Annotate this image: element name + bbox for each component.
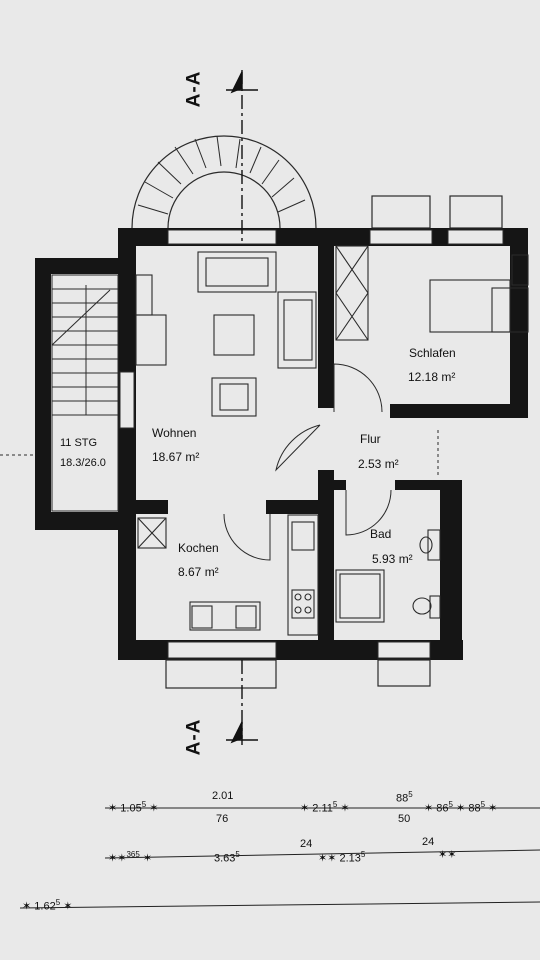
room-name-wohnen: Wohnen [152,426,197,440]
dim-value: 88 [468,802,481,815]
dim-sup: 5 [448,800,453,809]
dimension-lines [19,807,540,909]
dim-value: 2.13 [339,852,361,865]
dim-sup: 5 [360,850,366,859]
dim-sup: 5 [480,800,486,809]
room-name-flur: Flur [360,432,381,446]
section-line [226,70,258,745]
dim-value: 86 [436,802,449,815]
room-area-bad: 5.93 m² [372,552,413,566]
dim-sup: 36 [126,850,136,859]
stair-ratio: 18.3/26.0 [60,457,106,469]
dim-value: 3.63 [214,852,236,865]
doors [223,363,439,561]
dimension-row-3: ✶ 1.625 ✶ [22,898,73,913]
room-area-kochen: 8.67 m² [178,565,219,579]
room-area-wohnen: 18.67 m² [152,450,200,464]
room-name-schlafen: Schlafen [409,346,456,360]
dim-sup: 5 [332,800,338,809]
dimension-value-group: ✶ 865 ✶ 885 ✶ [424,800,498,815]
dim-value: 1.05 [120,802,142,815]
windows [119,229,504,659]
room-area-schlafen: 12.18 m² [408,370,456,384]
dimension-value-group: ✶✶ 2.135 [318,850,366,865]
dim-sup: 5 [141,800,147,809]
dimension-value: 24 [300,838,313,850]
room-area-flur: 2.53 m² [358,457,399,471]
dimension-row-1: ✶ 1.055 ✶ [108,800,159,815]
section-marker-bottom: A-A [183,718,205,756]
dimension-value-group: 3.635 [214,850,240,865]
balcony [131,135,317,229]
room-name-kochen: Kochen [178,541,219,555]
dim-sup: 5 [235,850,240,859]
dimension-value: 50 [398,813,411,825]
dimension-value-group: 885 [396,790,413,805]
walls [35,228,528,660]
section-marker-top: A-A [183,70,205,108]
dimension-row-2: ✶✶365 ✶ [108,850,153,865]
dim-sup: 5 [55,898,61,907]
dimension-value: 24 [422,836,435,848]
dimension-marker: ✶✶ [438,849,457,861]
dim-value: 2.11 [312,802,333,815]
dim-sup: 5 [135,850,140,859]
staircase [0,274,119,512]
room-name-bad: Bad [370,527,392,541]
dimension-value-group: ✶ 2.115 ✶ [300,800,350,815]
dimension-value: 2.01 [212,790,234,802]
dimension-value: 76 [216,813,229,825]
furniture [135,245,529,636]
window-sills [165,195,503,689]
stair-steps: 11 STG [60,437,98,449]
dim-sup: 5 [408,790,413,799]
dim-value: 1.62 [34,900,56,913]
dim-value: 88 [396,792,409,805]
